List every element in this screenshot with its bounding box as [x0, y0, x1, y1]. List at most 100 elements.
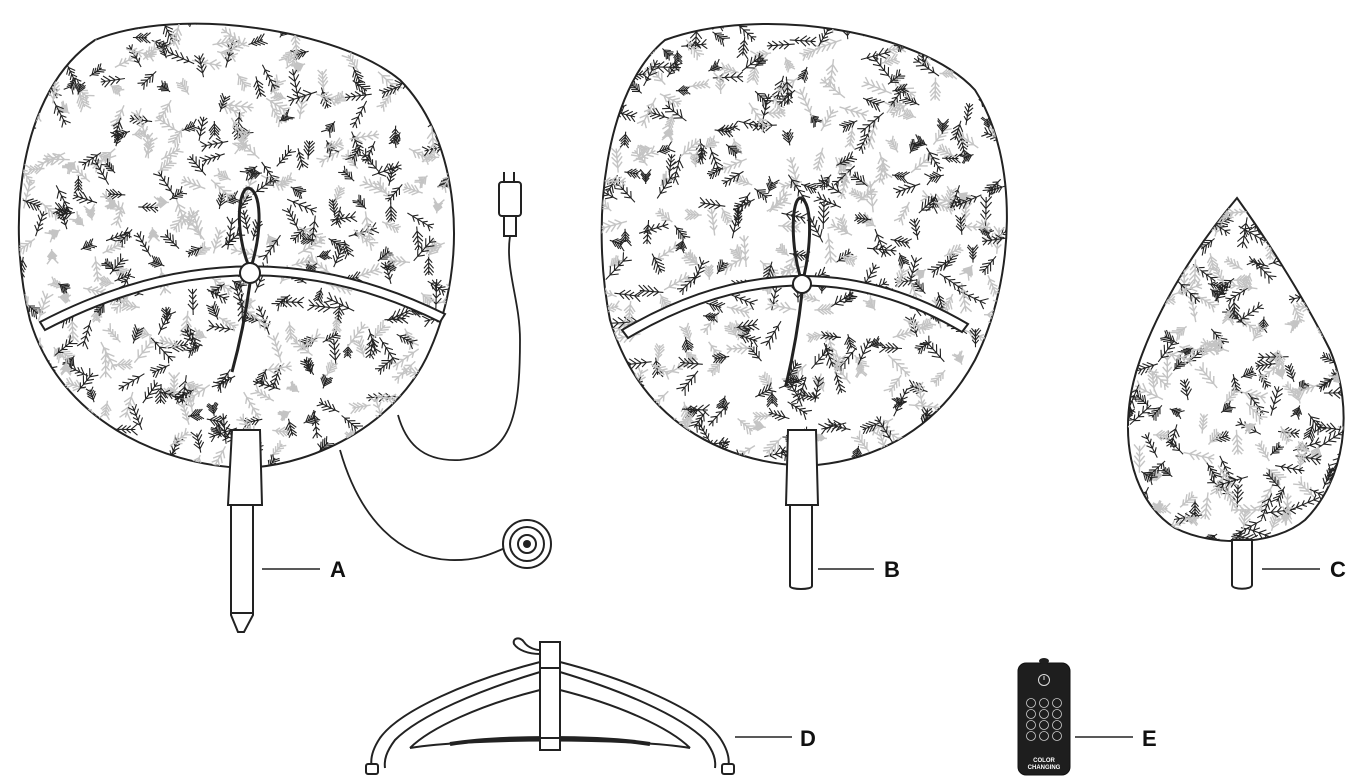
needle-branch — [1333, 204, 1354, 217]
stand-leg-left-outer — [371, 662, 540, 768]
needle-branch — [1332, 331, 1354, 344]
needle-branch — [130, 8, 149, 24]
needle-branch — [954, 441, 977, 458]
needle-branch — [1186, 228, 1205, 241]
needle-branch — [983, 450, 1000, 471]
needle-branch — [590, 179, 604, 195]
needle-branch — [4, 308, 22, 328]
needle-branch — [642, 411, 654, 429]
needle-branch — [1164, 182, 1191, 197]
needle-branch — [1150, 249, 1171, 261]
needle-branch — [2, 94, 23, 120]
needle-branch — [1170, 241, 1189, 253]
needle-branch — [31, 387, 43, 419]
needle-branch — [370, 450, 380, 470]
needle-branch — [1006, 97, 1017, 121]
needle-branch — [591, 31, 605, 51]
remote-control-e: COLOR CHANGING — [1018, 658, 1070, 775]
needle-branch — [1298, 201, 1309, 218]
needle-branch — [1167, 236, 1182, 259]
needle-branch — [1102, 432, 1117, 441]
needle-branch — [970, 388, 985, 411]
needle-branch — [834, 14, 845, 31]
needle-branch — [1306, 201, 1316, 215]
needle-branch — [1114, 359, 1135, 372]
remote-sensor-disc-icon — [503, 520, 551, 568]
needle-branch — [98, 18, 115, 31]
needle-branch — [669, 0, 682, 13]
needle-branch — [763, 0, 778, 24]
needle-branch — [1124, 517, 1135, 543]
label-b: B — [884, 557, 900, 582]
needle-branch — [43, 423, 54, 437]
needle-branch — [0, 280, 10, 303]
needle-branch — [1263, 230, 1289, 244]
needle-branch — [592, 449, 617, 465]
needle-branch — [17, 370, 39, 381]
tree-section-a: A — [0, 0, 551, 632]
needle-branch — [1326, 531, 1345, 542]
needle-branch — [130, 0, 139, 13]
needle-branch — [428, 110, 447, 127]
needle-branch — [1118, 312, 1134, 337]
needle-branch — [962, 422, 978, 445]
stand-center-tube — [540, 642, 560, 750]
needle-branch — [404, 389, 427, 408]
needle-branch — [463, 365, 476, 378]
needle-branch — [988, 411, 1019, 421]
needle-branch — [1109, 290, 1129, 303]
needle-branch — [409, 62, 433, 72]
tree-c-pole — [1232, 540, 1252, 589]
needle-branch — [1123, 265, 1147, 278]
needle-branch — [1258, 196, 1273, 213]
needle-branch — [1325, 194, 1346, 206]
needle-branch — [0, 268, 14, 291]
needle-branch — [87, 432, 103, 442]
needle-branch — [397, 34, 424, 43]
needle-branch — [989, 3, 1001, 19]
needle-branch — [1129, 496, 1145, 514]
remote-label-line1: COLOR — [1033, 758, 1055, 764]
needle-branch — [463, 84, 476, 107]
needle-branch — [14, 108, 25, 139]
needle-branch — [1008, 4, 1025, 22]
needle-branch — [1010, 402, 1022, 418]
needle-branch — [1105, 424, 1129, 435]
needle-branch — [676, 438, 687, 451]
needle-branch — [5, 159, 21, 177]
needle-branch — [35, 365, 49, 386]
needle-branch — [0, 372, 18, 389]
needle-branch — [165, 464, 194, 479]
needle-branch — [608, 375, 619, 394]
needle-branch — [998, 382, 1011, 406]
needle-branch — [612, 451, 642, 461]
needle-branch — [583, 120, 599, 133]
needle-branch — [1336, 467, 1348, 482]
needle-branch — [1156, 206, 1178, 216]
tree-b-center-hub — [793, 275, 811, 293]
needle-branch — [940, 42, 953, 59]
needle-branch — [469, 154, 486, 179]
needle-branch — [709, 0, 722, 10]
needle-branch — [400, 394, 413, 417]
needle-branch — [463, 131, 489, 144]
needle-branch — [579, 406, 597, 429]
needle-branch — [326, 24, 343, 42]
needle-branch — [822, 5, 853, 22]
needle-branch — [1326, 517, 1346, 544]
needle-branch — [54, 433, 73, 453]
needle-branch — [712, 454, 732, 471]
needle-branch — [1125, 206, 1135, 221]
needle-branch — [982, 87, 999, 105]
remote-sensor-cord — [340, 450, 505, 560]
needle-branch — [460, 247, 475, 265]
tree-section-b: B — [566, 0, 1038, 589]
needle-branch — [584, 224, 601, 235]
needle-branch — [1109, 363, 1132, 374]
needle-branch — [941, 23, 959, 41]
needle-branch — [48, 401, 65, 424]
needle-branch — [608, 350, 622, 365]
needle-branch — [30, 388, 60, 400]
needle-branch — [1144, 301, 1163, 313]
needle-branch — [1117, 237, 1132, 267]
